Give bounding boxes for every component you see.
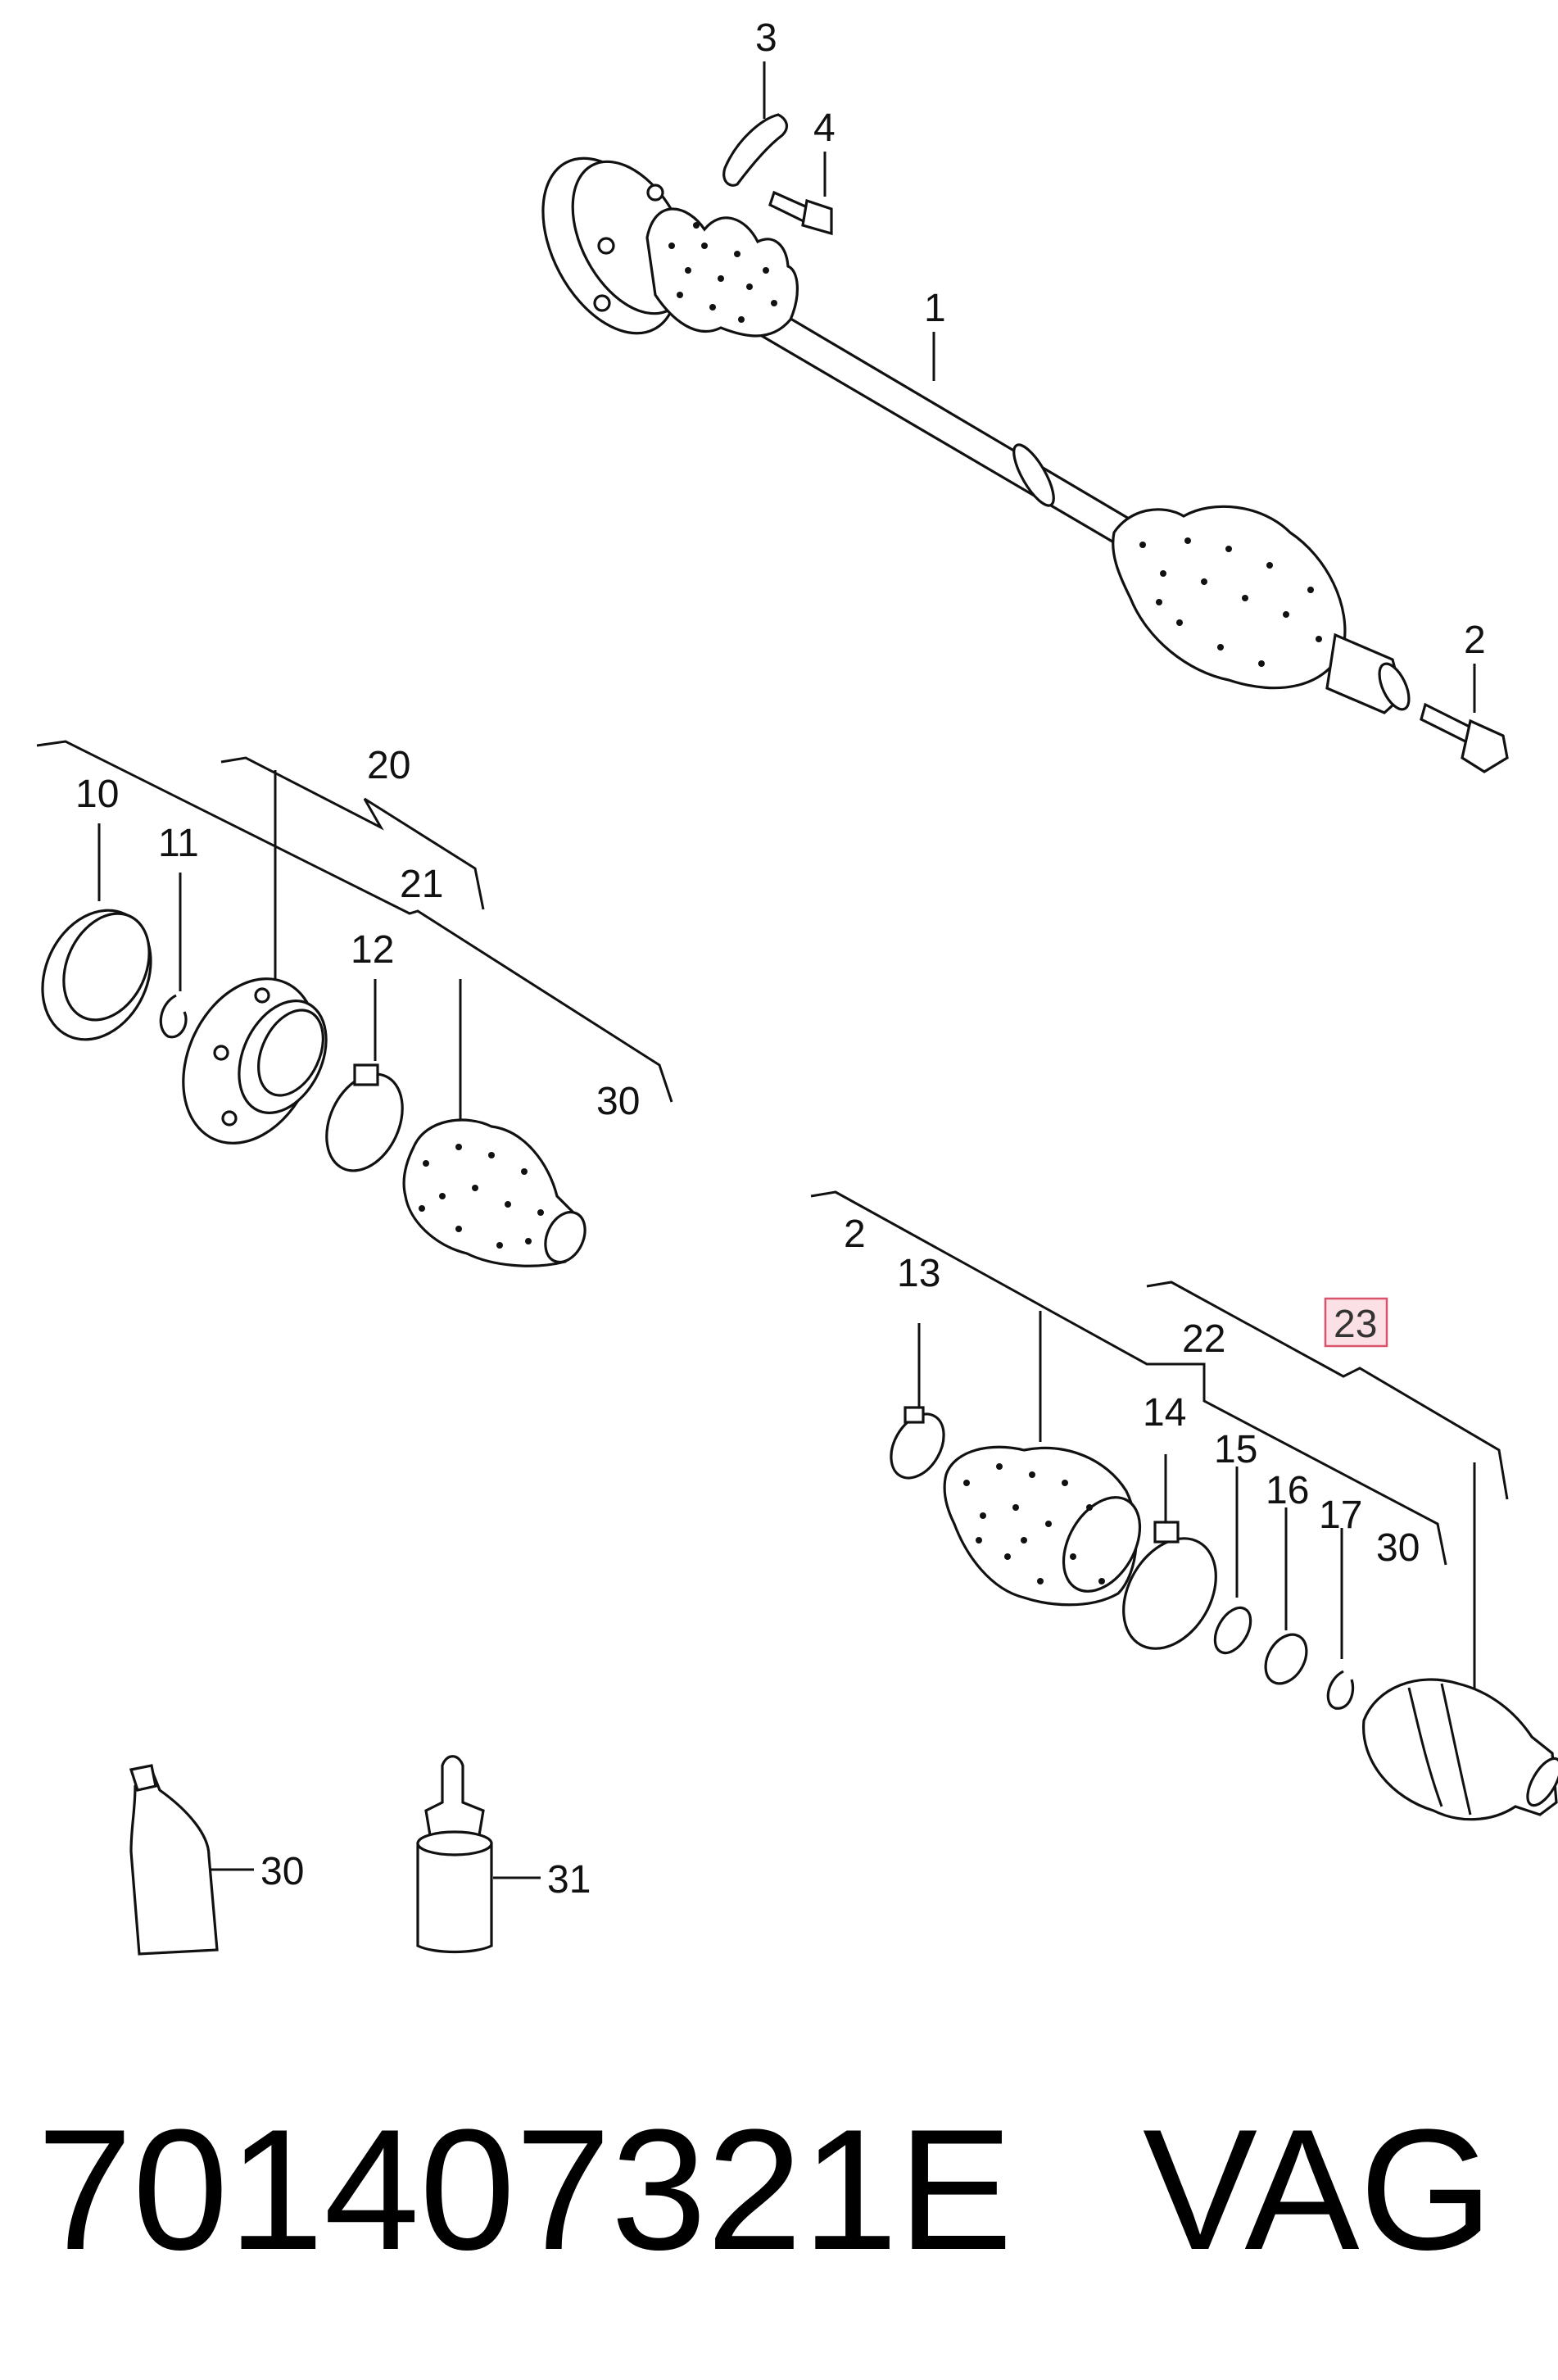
circlip-17 <box>1326 1670 1355 1710</box>
hose-clamp-13 <box>890 1406 945 1480</box>
cv-joint-housing <box>182 977 328 1145</box>
part-number: 701407321E <box>37 2093 1012 2286</box>
callout-22: 22 <box>1182 1317 1225 1361</box>
inner-boot <box>402 1118 579 1267</box>
hose-clamp-14 <box>1122 1521 1217 1650</box>
callout-13: 13 <box>897 1252 940 1295</box>
brand-label: VAG <box>1143 2093 1493 2286</box>
callout-20: 20 <box>367 744 410 787</box>
inner-boot-texture <box>668 222 777 323</box>
callout-16: 16 <box>1266 1469 1309 1512</box>
callout-11: 11 <box>158 822 199 865</box>
seal-ring <box>41 909 152 1041</box>
flange-bolt <box>768 190 833 236</box>
circlip <box>159 994 188 1039</box>
dished-washer <box>1213 1606 1252 1655</box>
callout-30-right: 30 <box>1376 1526 1420 1570</box>
callout-21: 21 <box>400 863 443 906</box>
callout-30-bottom: 30 <box>260 1850 304 1893</box>
drive-shaft-assembly <box>541 156 1411 714</box>
callout-23: 23 <box>1334 1303 1377 1346</box>
callout-14: 14 <box>1143 1391 1186 1435</box>
highlight-box <box>1324 1297 1388 1348</box>
inner-boot-texture-21 <box>419 1144 544 1249</box>
grease-tube <box>129 1764 219 1956</box>
callout-2-kit: 2 <box>844 1213 866 1256</box>
outer-boot-texture <box>1139 537 1322 667</box>
thrust-ring <box>1264 1633 1308 1685</box>
outer-cv-joint <box>1362 1678 1558 1821</box>
callout-3: 3 <box>755 16 777 60</box>
callout-12: 12 <box>351 928 394 972</box>
callout-31: 31 <box>547 1858 591 1902</box>
sealant-bottle <box>416 1755 493 1954</box>
callout-30-left: 30 <box>596 1080 640 1123</box>
callout-2: 2 <box>1464 619 1486 662</box>
hose-clamp-12 <box>325 1063 404 1172</box>
callout-10: 10 <box>75 773 119 816</box>
callout-1: 1 <box>924 287 946 330</box>
callout-17: 17 <box>1319 1494 1362 1537</box>
outer-boot-texture-22 <box>963 1463 1105 1584</box>
hex-bolt <box>1420 702 1509 773</box>
callout-4: 4 <box>813 107 836 150</box>
locking-plate <box>722 113 789 187</box>
callout-23-highlight: 23 <box>1324 1297 1388 1348</box>
callout-15: 15 <box>1214 1428 1257 1471</box>
